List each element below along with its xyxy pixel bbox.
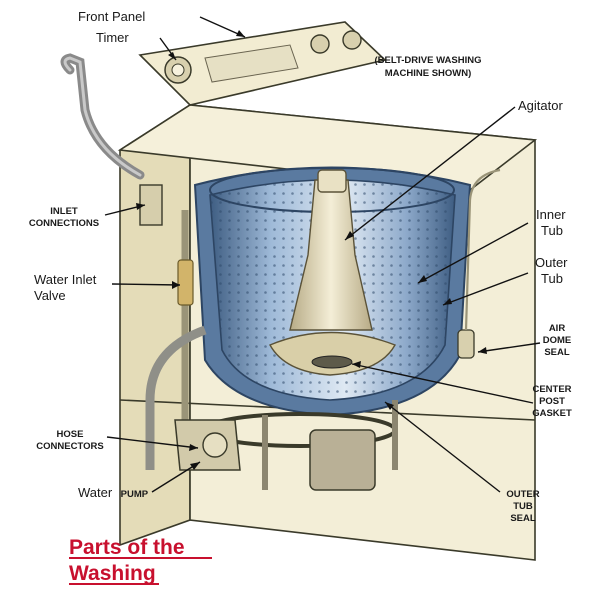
label-front-panel: Front Panel [78, 9, 145, 24]
label-center-post-gasket-line2: POST [539, 396, 565, 407]
label-center-post-gasket-line3: GASKET [532, 408, 572, 419]
timer-knob-center [171, 63, 185, 77]
diagram-title: Parts of the Washing [69, 536, 212, 585]
air-dome-tube [464, 168, 501, 331]
label-water-pump-word1: Water [78, 485, 113, 500]
label-timer: Timer [96, 30, 129, 45]
label-outer-tub-line2: Tub [541, 271, 563, 286]
pump-pulley [202, 432, 228, 458]
label-belt-drive-line2: MACHINE SHOWN) [385, 68, 472, 79]
arrow-hose-connectors [189, 444, 198, 451]
label-hose-connectors-line1: HOSE [57, 429, 84, 440]
label-outer-tub-seal-line2: TUB [513, 501, 533, 512]
labels: Front Panel Timer (BELT-DRIVE WASHING MA… [29, 9, 572, 524]
label-air-dome-seal-line1: AIR [549, 323, 566, 334]
arrow-center-post-gasket [352, 361, 361, 368]
arrow-outer-tub-seal [385, 402, 394, 410]
label-hose-connectors-line2: CONNECTORS [36, 441, 103, 452]
agitator-column [289, 179, 373, 331]
arrow-water-inlet-valve [172, 281, 180, 289]
leader-hose-connectors [106, 436, 199, 449]
label-outer-tub-line1: Outer [535, 255, 568, 270]
leader-water-inlet-valve [111, 283, 181, 286]
leader-outer-tub-seal [384, 401, 501, 493]
title-line1: Parts of the [69, 536, 185, 559]
title-line2: Washing [69, 562, 156, 585]
panel-display [204, 44, 299, 83]
drive-assembly [145, 325, 398, 491]
leader-lines [104, 16, 541, 493]
control-knob-1 [310, 34, 330, 54]
arrow-inlet-connections [136, 203, 145, 210]
arrow-outer-tub [443, 298, 452, 305]
center-post-gasket-ring [311, 355, 353, 369]
label-center-post-gasket-line1: CENTER [532, 384, 571, 395]
arrow-inner-tub [418, 275, 427, 283]
leader-inner-tub [417, 222, 529, 284]
label-water-inlet-valve-line1: Water Inlet [34, 272, 97, 287]
label-inner-tub-line2: Tub [541, 223, 563, 238]
leader-air-dome-seal [477, 342, 541, 353]
agitator-cap [317, 169, 347, 193]
leader-outer-tub [442, 272, 529, 306]
drain-hose [145, 325, 207, 470]
control-knob-2 [342, 30, 362, 50]
leader-center-post-gasket [351, 363, 534, 404]
air-dome [457, 329, 475, 359]
arrow-front-panel [236, 30, 245, 37]
arrow-timer [168, 52, 176, 60]
label-outer-tub-seal-line1: OUTER [506, 489, 539, 500]
inlet-hose-highlight [63, 56, 142, 177]
label-agitator: Agitator [518, 98, 563, 113]
agitator-base [269, 331, 397, 376]
label-inlet-connections-line1: INLET [50, 206, 78, 217]
label-air-dome-seal-line2: DOME [543, 335, 572, 346]
motor [309, 429, 376, 491]
arrow-agitator [345, 231, 354, 240]
arrow-water-pump [190, 462, 200, 470]
agitator [269, 169, 397, 376]
label-air-dome-seal-line3: SEAL [544, 347, 570, 358]
control-panel [138, 21, 387, 106]
label-water-pump-word2: PUMP [121, 489, 149, 500]
leader-agitator [344, 106, 516, 241]
label-water-pump: Water PUMP [78, 484, 149, 501]
arrow-air-dome-seal [478, 347, 487, 354]
water-inlet-valve [177, 259, 194, 306]
label-inner-tub-line1: Inner [536, 207, 566, 222]
label-outer-tub-seal-line3: SEAL [510, 513, 536, 524]
label-belt-drive-line1: (BELT-DRIVE WASHING [375, 55, 482, 66]
label-inlet-connections-line2: CONNECTIONS [29, 218, 99, 229]
label-water-inlet-valve-line2: Valve [34, 288, 66, 303]
